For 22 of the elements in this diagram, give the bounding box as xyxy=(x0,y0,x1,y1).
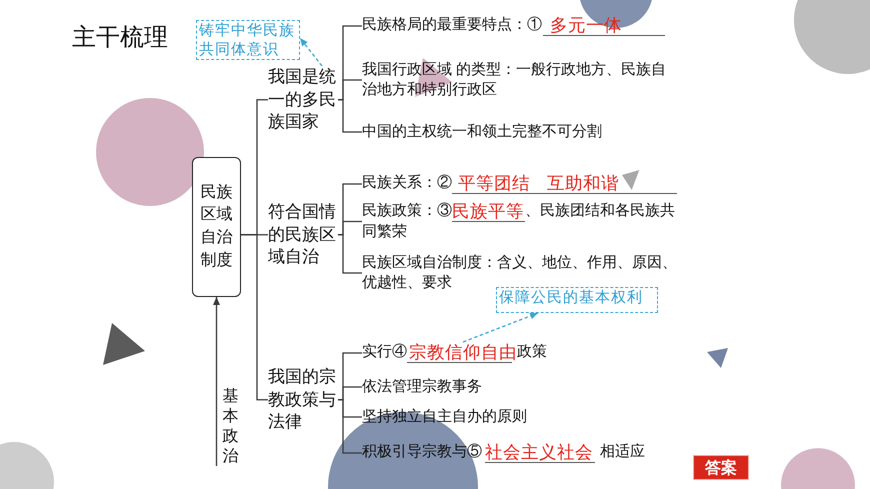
topic-text: 我国的宗教政策与法律 xyxy=(268,366,338,434)
leader-line xyxy=(299,38,323,66)
leader-line xyxy=(462,312,538,343)
item-text: 积极引导宗教与⑤ 社会主义社会 相适应 xyxy=(362,442,645,462)
item-text: 中国的主权统一和领土完整不可分割 xyxy=(362,122,602,142)
item-text: 民族关系：② 平等团结 互助和谐 xyxy=(362,173,619,193)
item-text: 我国行政区域 的类型：一般行政地方、民族自治地方和特别行政区 xyxy=(362,60,678,100)
item-text: 依法管理宗教事务 xyxy=(362,377,482,397)
connector-line xyxy=(338,234,362,274)
title: 主干梳理 xyxy=(72,22,168,52)
connector-line xyxy=(338,99,362,133)
connector-line xyxy=(241,234,268,400)
callout-box: 保障公民的基本权利 xyxy=(496,287,658,313)
item-text: 民族政策：③民族平等、民族团结和各民族共同繁荣 xyxy=(362,201,676,242)
edge-label: 基本政治 xyxy=(222,387,239,467)
answer-button: 答案 xyxy=(693,455,749,480)
topic-text: 符合国情的民族区域自治 xyxy=(268,201,338,268)
callout-box: 铸牢中华民族共同体意识 xyxy=(196,20,300,60)
topic-box: 民族区域自治制度 xyxy=(192,157,241,297)
topic-text: 我国是统一的多民族国家 xyxy=(268,66,338,134)
arrow xyxy=(213,297,220,466)
item-text: 实行④宗教信仰自由政策 xyxy=(362,342,547,362)
